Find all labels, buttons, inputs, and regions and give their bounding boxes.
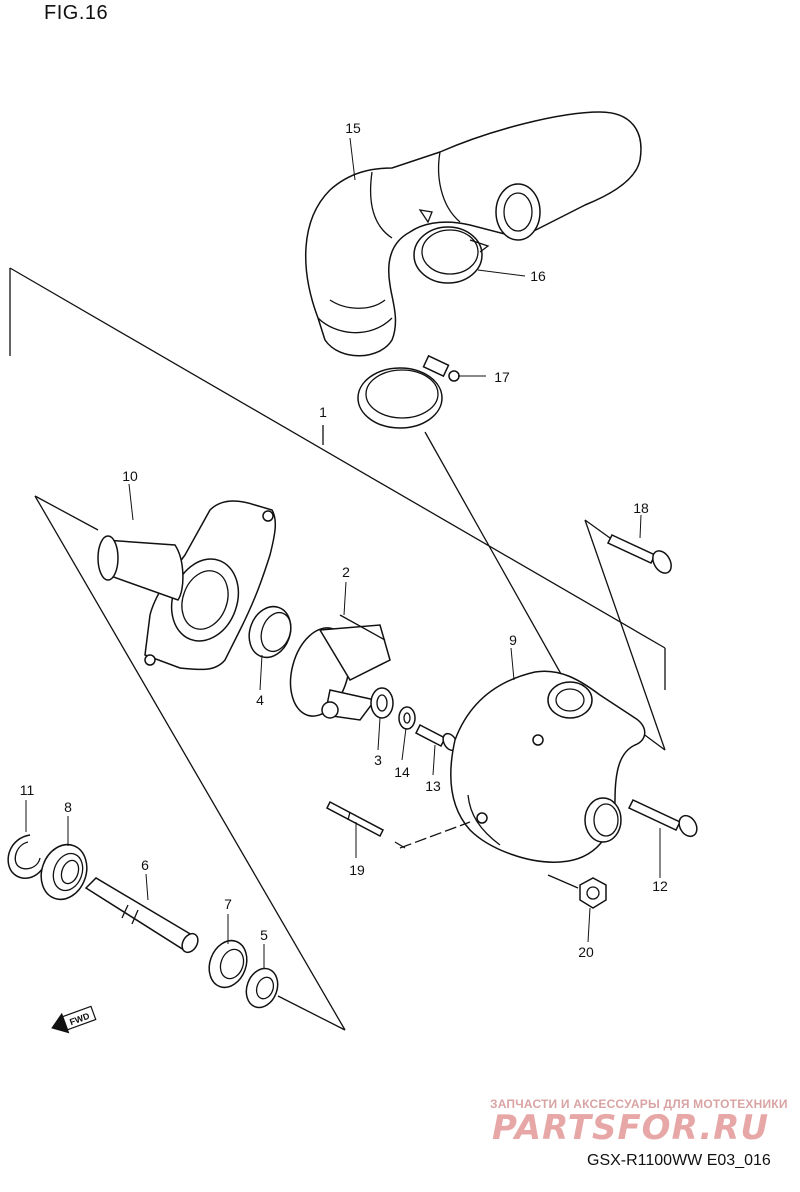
callout-20: 20 <box>578 944 594 960</box>
callout-3: 3 <box>374 752 382 768</box>
callout-4: 4 <box>256 692 264 708</box>
bearing-7 <box>208 939 248 989</box>
leader-lines <box>25 137 661 968</box>
bearing-8 <box>40 843 88 901</box>
callout-9: 9 <box>509 632 517 648</box>
callout-8: 8 <box>64 799 72 815</box>
callout-1: 1 <box>319 404 327 420</box>
subassembly-bracket <box>34 495 346 1031</box>
callout-17: 17 <box>494 369 510 385</box>
bolt-12 <box>627 799 698 838</box>
callout-15: 15 <box>345 120 361 136</box>
pump-cover-9 <box>450 670 646 863</box>
callout-13: 13 <box>425 778 441 794</box>
mechanical-seal-4 <box>248 605 292 659</box>
washer-3 <box>370 687 394 719</box>
callout-7: 7 <box>224 896 232 912</box>
hose-clamp-16 <box>413 209 490 284</box>
callout-10: 10 <box>122 468 138 484</box>
figure-title: FIG.16 <box>44 2 109 24</box>
oil-seal-5 <box>245 967 279 1009</box>
bolt-18 <box>606 534 672 574</box>
callout-16: 16 <box>530 268 546 284</box>
model-code: GSX-R1100WW E03_016 <box>587 1152 771 1169</box>
callout-2: 2 <box>342 564 350 580</box>
washer-14 <box>398 706 416 730</box>
callout-19: 19 <box>349 862 365 878</box>
callout-6: 6 <box>141 857 149 873</box>
watermark-tagline: ЗАПЧАСТИ И АКСЕССУАРЫ ДЛЯ МОТОТЕХНИКИ <box>490 1097 788 1111</box>
circlip-11 <box>7 834 47 879</box>
hose-clamp-17 <box>357 354 460 429</box>
callout-12: 12 <box>652 878 668 894</box>
callout-18: 18 <box>633 500 649 516</box>
impeller-2 <box>289 614 391 721</box>
fwd-arrow-icon: FWD <box>51 1005 97 1034</box>
watermark-brand: PARTSFOR.RU <box>492 1108 770 1148</box>
callout-5: 5 <box>260 927 268 943</box>
water-hose <box>304 111 642 357</box>
callout-14: 14 <box>394 764 410 780</box>
shaft-6 <box>84 877 199 954</box>
callout-11: 11 <box>19 782 35 798</box>
assembly-bracket-1 <box>9 267 666 690</box>
stud-19 <box>326 800 384 838</box>
nut-20 <box>547 874 607 909</box>
pump-body-10 <box>97 500 277 671</box>
